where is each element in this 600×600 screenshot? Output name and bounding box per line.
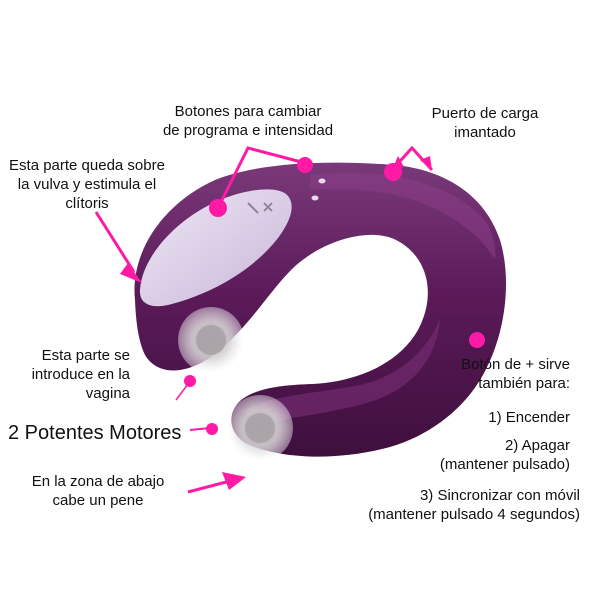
buttons-label-line: de programa e intensidad — [162, 122, 334, 139]
plus-button-label-line: también para: — [478, 375, 570, 392]
pink-arrow-icon — [187, 479, 231, 494]
x-icon[interactable] — [263, 202, 273, 212]
step-2-line: 2) Apagar — [504, 437, 570, 454]
penis-label-line: cabe un pene — [52, 492, 144, 509]
arm-highlight — [310, 172, 496, 260]
pink-arrow-icon — [392, 156, 404, 170]
buttons-label: Botones para cambiar de programa e inten… — [148, 102, 348, 140]
callout-dot — [209, 199, 227, 217]
charging-label-line: imantado — [454, 124, 516, 141]
penis-label-line: En la zona de abajo — [31, 473, 165, 490]
callout-dot — [469, 332, 485, 348]
step-3: 3) Sincronizar con móvil (mantener pulsa… — [350, 486, 580, 524]
callout-dot — [297, 157, 313, 173]
pink-arrow-icon — [120, 263, 142, 283]
penis-label: En la zona de abajo cabe un pene — [18, 472, 178, 510]
vagina-label-line: introduce en la — [31, 366, 130, 383]
lower-arm-highlight — [245, 318, 440, 426]
step-1: 1) Encender — [488, 409, 570, 426]
step-3-line: 3) Sincronizar con móvil — [419, 487, 580, 504]
control-panel — [139, 189, 292, 307]
pink-arrow-icon — [420, 156, 432, 170]
vibration-motor-icon — [178, 307, 244, 373]
plus-button-label: Botón de + sirve también para: — [420, 355, 570, 393]
clitoris-label-line: Esta parte queda sobre — [9, 157, 165, 174]
vagina-label-line: vagina — [85, 385, 130, 402]
vagina-label-line: Esta parte se — [41, 347, 130, 364]
motors-label: 2 Potentes Motores — [8, 422, 182, 444]
clitoris-label-line: clítoris — [65, 195, 109, 212]
vibration-motor-icon — [227, 395, 293, 461]
indicator-light — [311, 195, 319, 201]
plus-icon[interactable] — [247, 202, 259, 214]
pink-arrow-icon — [222, 472, 246, 490]
callout-dot — [206, 423, 218, 435]
buttons-label-line: Botones para cambiar — [174, 103, 322, 120]
vagina-label: Esta parte se introduce en la vagina — [6, 346, 130, 403]
callout-dot — [184, 375, 196, 387]
indicator-light — [318, 178, 326, 184]
step-2: 2) Apagar (mantener pulsado) — [400, 436, 570, 474]
step-2-line: (mantener pulsado) — [439, 456, 570, 473]
charging-label: Puerto de carga imantado — [410, 104, 560, 142]
clitoris-label: Esta parte queda sobre la vulva y estimu… — [2, 156, 172, 213]
step-3-line: (mantener pulsado 4 segundos) — [368, 506, 580, 523]
charging-label-line: Puerto de carga — [431, 105, 539, 122]
plus-button-label-line: Botón de + sirve — [461, 356, 570, 373]
clitoris-label-line: la vulva y estimula el — [17, 176, 157, 193]
